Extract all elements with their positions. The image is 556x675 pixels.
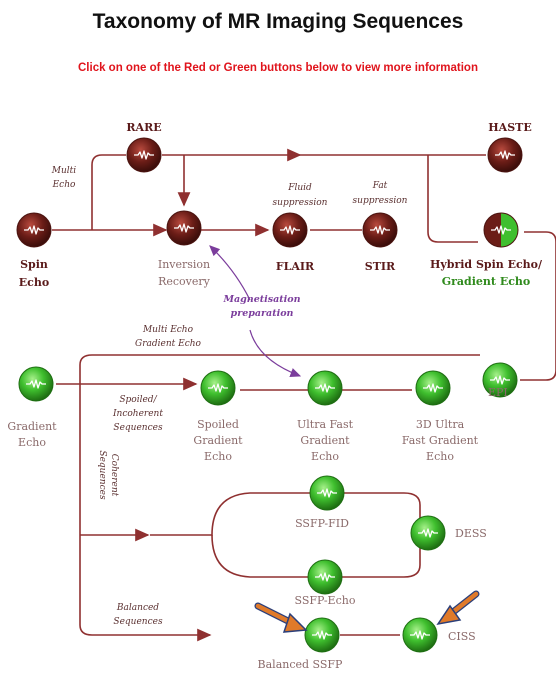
multi-echo-note-1: Multi (51, 166, 77, 176)
mag-prep-note-1: Magnetisation (222, 294, 300, 305)
epi-label: EPI (488, 386, 508, 399)
fluid-note-1: Fluid (287, 183, 312, 193)
balanced-ssfp-label: Balanced SSFP (258, 658, 344, 671)
spin-echo-button[interactable] (16, 212, 52, 248)
spoiled-note-1: Spoiled/ (119, 395, 157, 405)
spin-to-rare-line (91, 154, 126, 230)
fat-note-2: suppression (353, 196, 408, 206)
balanced-ssfp-button[interactable] (304, 617, 340, 653)
balanced-note-1: Balanced (116, 603, 159, 613)
ciss-button[interactable] (402, 617, 438, 653)
fluid-note-2: suppression (273, 198, 328, 208)
hybrid-epi-loop (520, 231, 556, 381)
spoiled-ge-button[interactable] (200, 370, 236, 406)
ufge-label-1: Ultra Fast (297, 418, 354, 431)
coherent-note-1: Coherent (109, 454, 119, 497)
magnetisation-arrows (209, 245, 302, 378)
ufge-label-3: Echo (311, 450, 339, 463)
highlight-arrows (254, 590, 480, 633)
orange-arrow-icon (254, 602, 308, 633)
ge-trunk-line (79, 384, 212, 642)
page-title: Taxonomy of MR Imaging Sequences (92, 10, 464, 33)
spin-echo-label-1: Spin (20, 258, 48, 271)
spoiled-label-1: Spoiled (197, 418, 239, 431)
balanced-note-2: Sequences (113, 617, 163, 627)
hybrid-button[interactable] (483, 212, 519, 248)
ssfp-echo-button[interactable] (307, 559, 343, 595)
gradient-echo-button[interactable] (18, 366, 54, 402)
uf3d-label-1: 3D Ultra (416, 418, 465, 431)
ssfp-fid-button[interactable] (309, 475, 345, 511)
coherent-note-2: Sequences (97, 450, 107, 500)
ssfp-fid-label: SSFP-FID (295, 517, 349, 530)
epi-button[interactable] (482, 362, 518, 398)
fat-note-1: Fat (372, 181, 388, 191)
multi-echo-ge-note-2: Gradient Echo (135, 339, 202, 349)
coherent-upper-loop (150, 492, 421, 536)
hybrid-label-2: Gradient Echo (442, 275, 531, 288)
haste-button[interactable] (487, 137, 523, 173)
mag-prep-note-2: preparation (231, 308, 294, 319)
hybrid-label-1: Hybrid Spin Echo/ (430, 258, 543, 271)
mag-prep-to-ir-arrow (209, 245, 251, 301)
ir-label-2: Recovery (158, 275, 211, 288)
mag-prep-to-ufge-arrow (249, 329, 302, 378)
spoiled-note-2: Incoherent (112, 409, 163, 419)
inversion-recovery-button[interactable] (166, 210, 202, 246)
ssfp-echo-label: SSFP-Echo (295, 594, 356, 607)
uf3d-label-3: Echo (426, 450, 454, 463)
stir-button[interactable] (362, 212, 398, 248)
uf3d-label-2: Fast Gradient (402, 434, 479, 447)
instruction-text: Click on one of the Red or Green buttons… (78, 62, 478, 74)
dess-button[interactable] (410, 515, 446, 551)
multi-echo-ge-note-1: Multi Echo (142, 325, 194, 335)
stir-label: STIR (365, 260, 396, 273)
spoiled-label-3: Echo (204, 450, 232, 463)
ge-to-epi-line (79, 354, 480, 384)
ufge-label-2: Gradient (300, 434, 350, 447)
ultra-fast-ge-button[interactable] (307, 370, 343, 406)
ir-label-1: Inversion (158, 258, 210, 271)
ge-label-1: Gradient (7, 420, 57, 433)
ultra-fast-3d-button[interactable] (415, 370, 451, 406)
flair-button[interactable] (272, 212, 308, 248)
rare-label: RARE (126, 121, 161, 134)
spin-echo-label-2: Echo (19, 276, 49, 289)
multi-echo-note-2: Echo (52, 180, 76, 190)
flair-label: FLAIR (276, 260, 315, 273)
rare-button[interactable] (126, 137, 162, 173)
spoiled-label-2: Gradient (193, 434, 243, 447)
orange-arrow-icon (436, 590, 480, 626)
haste-label: HASTE (488, 121, 531, 134)
spoiled-note-3: Sequences (113, 423, 163, 433)
to-hybrid-line (427, 155, 478, 243)
dess-label: DESS (455, 527, 487, 540)
ge-label-2: Echo (18, 436, 46, 449)
ciss-label: CISS (448, 630, 476, 643)
